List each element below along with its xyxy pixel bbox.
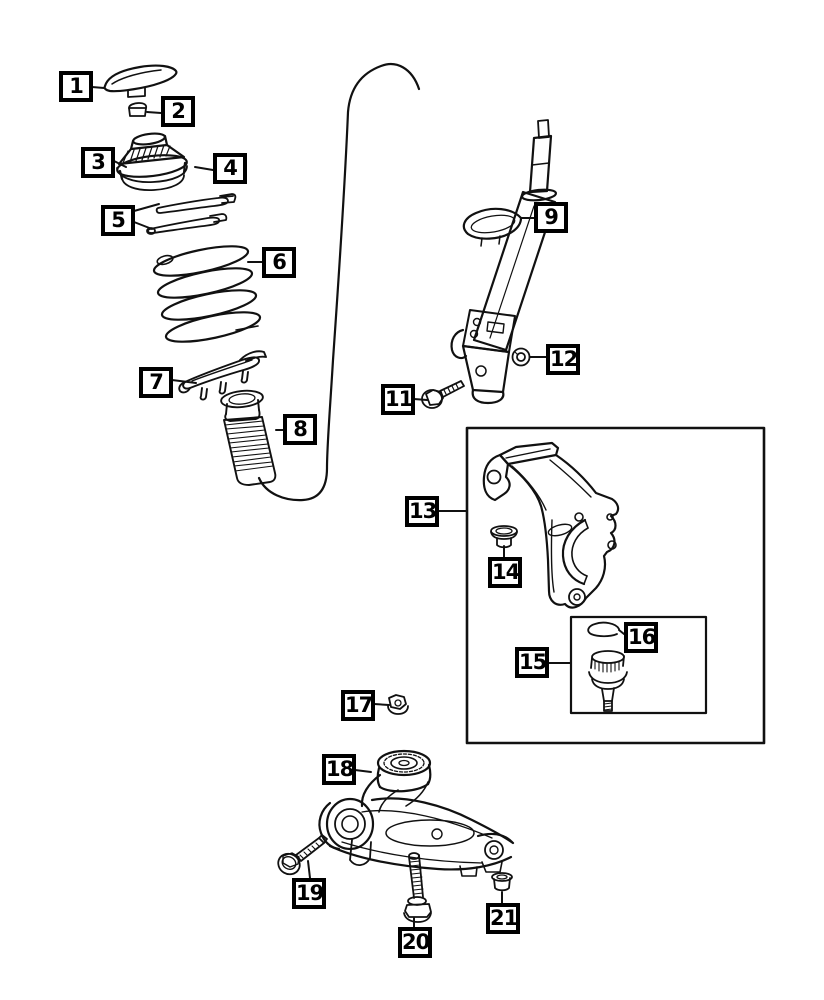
callout-2[interactable]: 2 (161, 96, 195, 127)
part-control-arm-bolt (277, 834, 328, 876)
part-strut-bolt (421, 380, 465, 409)
callout-8[interactable]: 8 (283, 414, 317, 445)
part-control-arm-long-bolt (403, 852, 432, 923)
part-knuckle-bushing (490, 525, 518, 549)
callout-7[interactable]: 7 (139, 367, 173, 398)
callout-5[interactable]: 5 (101, 205, 135, 236)
ball-joint-detail-box (569, 615, 708, 715)
part-strut-mount-cap (103, 64, 178, 98)
part-ball-joint (587, 621, 628, 712)
part-washer (511, 347, 531, 367)
assembly-leader-curve (257, 63, 421, 502)
part-snap-ring (587, 621, 620, 638)
callout-3[interactable]: 3 (81, 147, 115, 178)
part-lower-spring-seat (178, 350, 267, 401)
callout-6[interactable]: 6 (262, 247, 296, 278)
callout-21[interactable]: 21 (486, 903, 520, 934)
part-control-arm-nut (491, 872, 513, 892)
callout-13[interactable]: 13 (405, 496, 439, 527)
part-dust-boot (220, 389, 277, 486)
callout-1[interactable]: 1 (59, 71, 93, 102)
callout-11[interactable]: 11 (381, 384, 415, 415)
callout-14[interactable]: 14 (488, 557, 522, 588)
callout-4[interactable]: 4 (213, 153, 247, 184)
knuckle-detail-box (465, 426, 766, 745)
part-flange-nut (387, 694, 409, 715)
part-steering-knuckle (482, 441, 620, 609)
part-strut-rod-nut (128, 102, 148, 117)
callout-16[interactable]: 16 (624, 622, 658, 653)
callout-20[interactable]: 20 (398, 927, 432, 958)
callout-19[interactable]: 19 (292, 878, 326, 909)
callout-12[interactable]: 12 (546, 344, 580, 375)
callout-17[interactable]: 17 (341, 690, 375, 721)
callout-18[interactable]: 18 (322, 754, 356, 785)
part-lower-control-arm (318, 749, 515, 877)
part-strut (450, 119, 558, 405)
part-coil-spring (152, 245, 262, 343)
callout-15[interactable]: 15 (515, 647, 549, 678)
part-strut-mount (116, 132, 188, 191)
callout-9[interactable]: 9 (534, 202, 568, 233)
part-spring-isolators (146, 193, 237, 235)
